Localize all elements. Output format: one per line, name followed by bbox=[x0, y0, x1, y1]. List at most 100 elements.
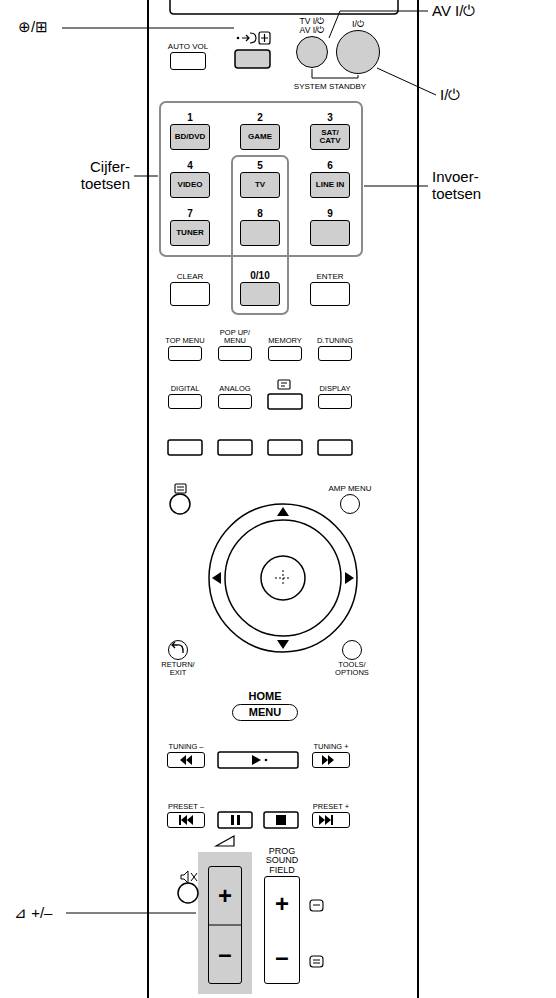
button-label: – bbox=[218, 941, 231, 966]
label-wrap: +– bbox=[209, 867, 241, 983]
direction-pad bbox=[225, 520, 341, 636]
callout-label: ⊕/⊞ bbox=[18, 18, 48, 35]
callout-label: Invoer- toetsen bbox=[432, 168, 512, 203]
remote-button: ANALOG bbox=[218, 394, 252, 409]
label-wrap: 4 bbox=[187, 161, 193, 172]
label-wrap: 9 bbox=[327, 209, 333, 220]
plain-buttons bbox=[168, 380, 352, 514]
input-button bbox=[237, 37, 240, 40]
button-icons bbox=[331, 815, 333, 825]
button-icons bbox=[276, 815, 286, 825]
key-number: 7 bbox=[187, 209, 193, 220]
remote-button: TUNING – bbox=[167, 752, 205, 768]
leader-line bbox=[62, 28, 234, 29]
button-icons bbox=[231, 815, 286, 825]
button-label: PRESET – bbox=[168, 803, 204, 811]
label-wrap: VIDEO bbox=[171, 173, 209, 197]
label-wrap: MENU bbox=[233, 705, 297, 720]
label-wrap: 7 bbox=[187, 209, 193, 220]
remote-body bbox=[170, 0, 398, 14]
button-label: AMP MENU bbox=[329, 485, 372, 493]
button-icons bbox=[186, 755, 192, 765]
direction-pad bbox=[212, 572, 221, 584]
button-label: BD/DVD bbox=[175, 133, 206, 141]
label-wrap: SAT/ CATV bbox=[311, 125, 349, 149]
button-icons bbox=[252, 755, 261, 765]
remote-button: 6LINE IN bbox=[310, 172, 350, 198]
button-label: AV I/⏻ bbox=[300, 26, 325, 35]
direction-pad bbox=[209, 504, 357, 652]
label-wrap: ENTER bbox=[316, 273, 343, 281]
button-icons bbox=[264, 812, 298, 828]
callout-label: AV I/⏻ bbox=[432, 2, 475, 19]
plain-buttons bbox=[318, 440, 352, 455]
key-number: 5 bbox=[257, 161, 263, 172]
plain-buttons bbox=[268, 394, 302, 409]
direction-pad bbox=[277, 640, 289, 649]
button-icons bbox=[218, 752, 298, 768]
remote-button: TUNING + bbox=[312, 752, 350, 768]
remote-button: PROG SOUND FIELD+– bbox=[264, 876, 300, 984]
remote-button: ENTER bbox=[310, 282, 350, 306]
key-number: 4 bbox=[187, 161, 193, 172]
label-wrap: TV I/⏻AV I/⏻ bbox=[300, 17, 325, 35]
volume-area bbox=[208, 925, 242, 926]
label-wrap: GAME bbox=[241, 125, 279, 149]
button-icons bbox=[180, 755, 186, 765]
label-wrap: CLEAR bbox=[177, 273, 204, 281]
label-wrap: TUNING – bbox=[168, 743, 203, 751]
direction-pad bbox=[277, 507, 289, 516]
leader-line bbox=[377, 68, 436, 95]
round-button: TOOLS/ OPTIONS bbox=[342, 640, 362, 660]
button-icons bbox=[319, 815, 325, 825]
remote-button: MEMORY bbox=[268, 346, 302, 361]
label-wrap: I/⏻ bbox=[352, 20, 364, 29]
label-wrap: DISPLAY bbox=[319, 385, 350, 393]
leader-line bbox=[66, 913, 196, 914]
button-label: TUNER bbox=[176, 229, 204, 237]
button-group-label: SYSTEM STANDBY bbox=[280, 82, 380, 91]
button-label: TV I/⏻ bbox=[300, 17, 325, 26]
button-icons bbox=[322, 755, 328, 765]
remote-body bbox=[148, 0, 418, 998]
label-wrap: 6 bbox=[327, 161, 333, 172]
direction-pad bbox=[275, 570, 291, 586]
button-icons bbox=[179, 755, 334, 825]
label-wrap: AUTO VOL bbox=[168, 43, 208, 51]
label-wrap: POP UP/ MENU bbox=[215, 329, 255, 345]
button-icons bbox=[179, 815, 181, 825]
remote-button: 2GAME bbox=[240, 124, 280, 150]
button-label: DISPLAY bbox=[319, 385, 350, 393]
button-icons bbox=[218, 812, 252, 828]
label-wrap: AMP MENU bbox=[329, 485, 372, 493]
plain-buttons bbox=[177, 487, 184, 490]
plain-buttons bbox=[281, 383, 287, 386]
remote-button: 0/10 bbox=[240, 282, 280, 306]
button-label: POP UP/ MENU bbox=[215, 329, 255, 345]
label-wrap: TOOLS/ OPTIONS bbox=[328, 661, 376, 677]
button-label: PROG SOUND FIELD bbox=[252, 847, 312, 875]
remote-button: CLEAR bbox=[170, 282, 210, 306]
label-wrap: DIGITAL bbox=[171, 385, 200, 393]
remote-button: AUTO VOL bbox=[170, 52, 206, 70]
volume-area bbox=[178, 883, 198, 903]
volume-area bbox=[313, 905, 320, 906]
round-button: RETURN/ EXIT bbox=[168, 640, 188, 660]
label-wrap: RETURN/ EXIT bbox=[156, 661, 200, 677]
button-icons bbox=[265, 759, 268, 762]
volume-area bbox=[216, 836, 234, 846]
button-label: RETURN/ EXIT bbox=[156, 661, 200, 677]
label-wrap: HOME bbox=[249, 691, 282, 703]
label-wrap: PROG SOUND FIELD bbox=[252, 847, 312, 875]
button-icons bbox=[172, 642, 334, 828]
volume-area bbox=[178, 836, 323, 994]
plain-buttons bbox=[218, 440, 252, 455]
button-label: DIGITAL bbox=[171, 385, 200, 393]
volume-area bbox=[313, 960, 320, 963]
button-label: ENTER bbox=[316, 273, 343, 281]
button-label: SAT/ CATV bbox=[313, 129, 347, 146]
key-number: 6 bbox=[327, 161, 333, 172]
plain-buttons bbox=[168, 440, 202, 455]
label-wrap: LINE IN bbox=[311, 173, 349, 197]
button-label: PRESET + bbox=[313, 803, 349, 811]
